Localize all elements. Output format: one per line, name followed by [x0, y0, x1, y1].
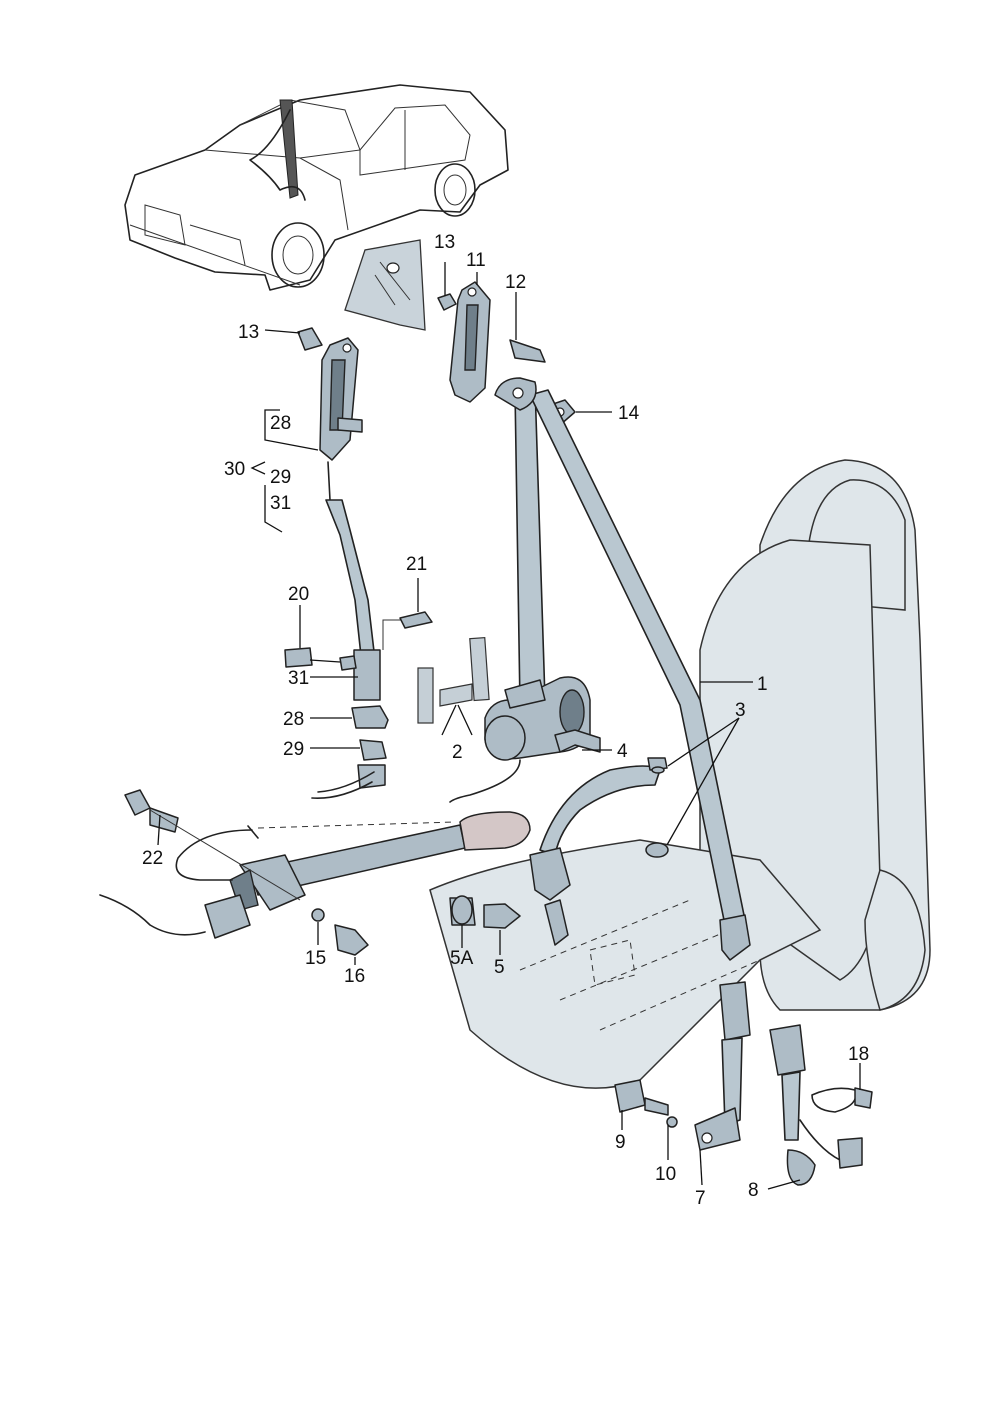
belt-buckles	[614, 981, 873, 1186]
bolts-fasteners	[311, 729, 669, 956]
callout-10: 10	[655, 1164, 676, 1185]
callout-9: 9	[615, 1132, 626, 1153]
callout-13-upper: 13	[434, 232, 455, 253]
callout-5: 5	[494, 957, 505, 978]
height-adjuster-upper	[437, 281, 576, 426]
pillar-panel	[344, 239, 426, 331]
callout-20: 20	[288, 584, 309, 605]
callout-16: 16	[344, 966, 365, 987]
callout-28-upper: 28	[270, 413, 291, 434]
callout-30: 30	[224, 459, 245, 480]
leader-lines	[157, 262, 861, 1190]
callout-7: 7	[695, 1188, 706, 1209]
shim-plates	[417, 636, 490, 724]
callout-8: 8	[748, 1180, 759, 1201]
callout-3: 3	[735, 700, 746, 721]
callout-12: 12	[505, 272, 526, 293]
callout-1: 1	[757, 674, 768, 695]
seat-outline	[429, 459, 931, 1089]
callout-31-lower: 31	[288, 668, 309, 689]
callout-14: 14	[618, 403, 640, 424]
callout-21: 21	[406, 554, 427, 575]
callout-31-upper: 31	[270, 493, 291, 514]
belt-tensioner	[99, 789, 531, 939]
car-illustration	[124, 84, 509, 291]
height-adjuster-left	[297, 327, 410, 701]
callout-29-lower: 29	[283, 739, 304, 760]
callout-29-upper: 29	[270, 467, 291, 488]
callout-2: 2	[452, 742, 463, 763]
callout-18: 18	[848, 1044, 869, 1065]
callout-13-left: 13	[238, 322, 259, 343]
small-clips	[284, 611, 433, 799]
callout-11: 11	[466, 250, 486, 271]
callout-15: 15	[305, 948, 326, 969]
callout-5a: 5A	[450, 948, 474, 969]
callout-22: 22	[142, 848, 163, 869]
callout-labels: 13 11 12 13 14 28 30 29 31 21 20 31 1 3 …	[142, 232, 869, 1209]
callout-4: 4	[617, 741, 628, 762]
callout-28-lower: 28	[283, 709, 304, 730]
